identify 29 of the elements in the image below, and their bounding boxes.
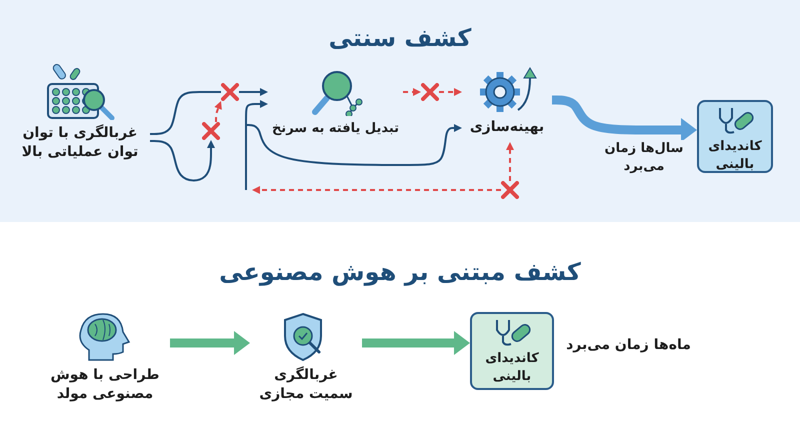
node-label: غربالگری سمیت مجازی bbox=[258, 366, 354, 404]
section-band bbox=[0, 0, 800, 222]
block-arrow bbox=[170, 331, 250, 355]
arrow bbox=[150, 140, 215, 182]
cross-mark bbox=[202, 122, 220, 140]
dashed-arrow bbox=[252, 186, 501, 194]
node-label: بهینه‌سازی bbox=[468, 118, 546, 137]
candidate-box bbox=[697, 100, 773, 173]
node-label: کاندیدای بالینی bbox=[484, 350, 540, 386]
candidate-box bbox=[470, 312, 554, 390]
cross-mark bbox=[501, 181, 519, 199]
duration-note: ماه‌ها زمان می‌برد bbox=[566, 336, 691, 355]
node-label: غربالگری با توان توان عملیاتی بالا bbox=[20, 124, 140, 162]
node-label: کاندیدای بالینی bbox=[707, 138, 763, 174]
cross-mark bbox=[221, 83, 239, 101]
arrow bbox=[239, 88, 268, 96]
arrow bbox=[245, 100, 268, 190]
section-title: کشف سنتی bbox=[328, 23, 472, 54]
node-label: طراحی با هوش مصنوعی مولد bbox=[49, 366, 160, 404]
arrow bbox=[246, 124, 462, 166]
block-arrow bbox=[362, 331, 470, 355]
dashed-arrow bbox=[214, 101, 222, 122]
dashed-arrow bbox=[403, 88, 421, 96]
section-title: کشف مبتنی بر هوش مصنوعی bbox=[218, 257, 582, 288]
node-label: تبدیل یافته به سرنخ bbox=[270, 120, 400, 138]
dashed-arrow bbox=[439, 88, 462, 96]
block-arrow bbox=[552, 96, 697, 142]
cross-mark bbox=[421, 83, 439, 101]
dashed-arrow bbox=[506, 142, 514, 181]
